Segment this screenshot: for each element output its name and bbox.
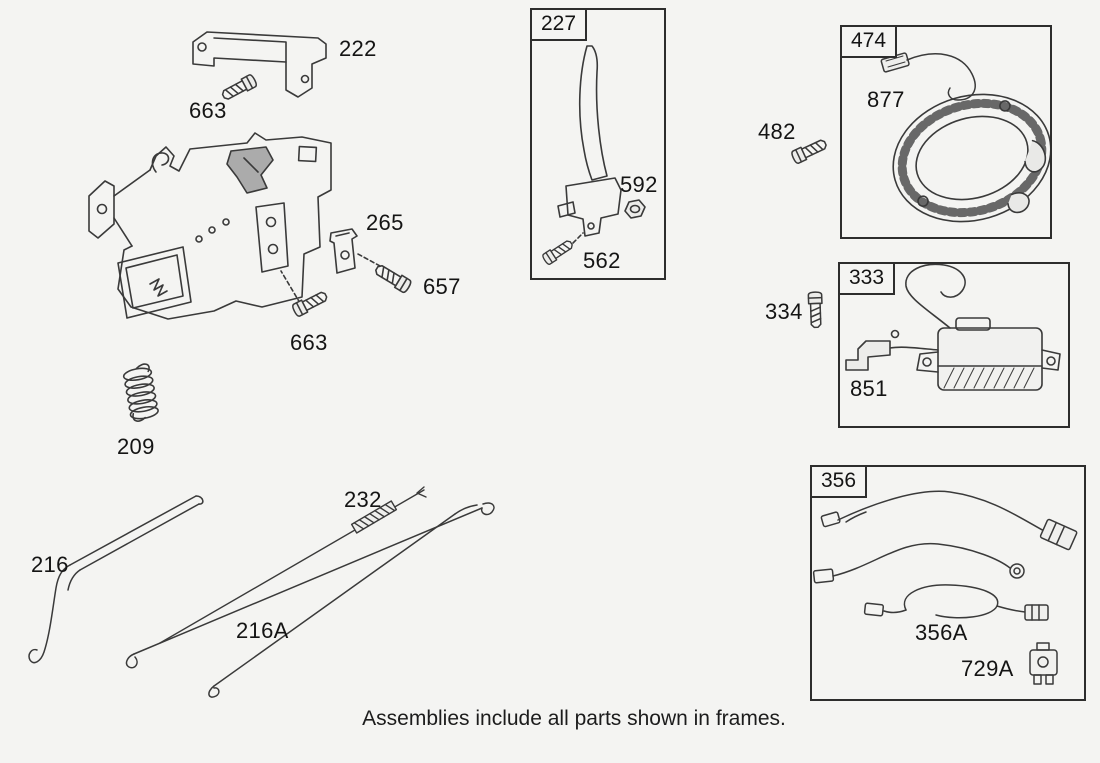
part-label-216: 216 [31, 552, 69, 577]
part-label-729A: 729A [961, 656, 1014, 681]
screw-663-bottom-drawing [290, 288, 330, 318]
part-label-334: 334 [765, 299, 803, 324]
part-label-216A: 216A [236, 618, 289, 643]
part-label-851: 851 [850, 376, 888, 401]
part-label-592: 592 [620, 172, 658, 197]
frame-474: 474 [840, 25, 1052, 239]
wiring-harness-356-drawing [812, 490, 1078, 685]
part-label-657: 657 [423, 274, 461, 299]
part-label-663-bottom: 663 [290, 330, 328, 355]
part-label-222: 222 [339, 36, 377, 61]
ring-gear-474-drawing [892, 93, 1052, 223]
part-label-232: 232 [344, 487, 382, 512]
part-label-356A: 356A [915, 620, 968, 645]
nut-592-drawing [624, 199, 646, 219]
bolt-482-drawing [789, 136, 829, 165]
lever-227-drawing [557, 45, 622, 244]
frame-227: 227 [530, 8, 666, 280]
caption: Assemblies include all parts shown in fr… [362, 707, 786, 730]
rod-216A-drawing [125, 502, 495, 698]
frame-333: 333 [838, 262, 1070, 428]
switch-729A-drawing [1029, 642, 1058, 685]
bolt-334-drawing [807, 291, 824, 329]
part-label-562: 562 [583, 248, 621, 273]
strap-bracket-222-drawing [192, 31, 327, 98]
cable-232-drawing [159, 486, 427, 644]
part-label-209: 209 [117, 434, 155, 459]
part-label-265: 265 [366, 210, 404, 235]
frame-227-label: 227 [530, 8, 588, 41]
frame-356-label: 356 [810, 465, 868, 498]
spring-209-drawing [122, 363, 159, 422]
part-label-482: 482 [758, 119, 796, 144]
screw-657-drawing [372, 261, 413, 295]
part-label-877: 877 [867, 87, 905, 112]
part-label-663-top: 663 [189, 98, 227, 123]
control-bracket-assembly-drawing [88, 132, 381, 320]
ignition-armature-333-drawing [845, 263, 1061, 391]
frame-356: 356 [810, 465, 1086, 701]
frame-333-label: 333 [838, 262, 896, 295]
rod-216-drawing [28, 495, 204, 664]
clip-265-drawing [329, 228, 358, 274]
frame-474-label: 474 [840, 25, 898, 58]
